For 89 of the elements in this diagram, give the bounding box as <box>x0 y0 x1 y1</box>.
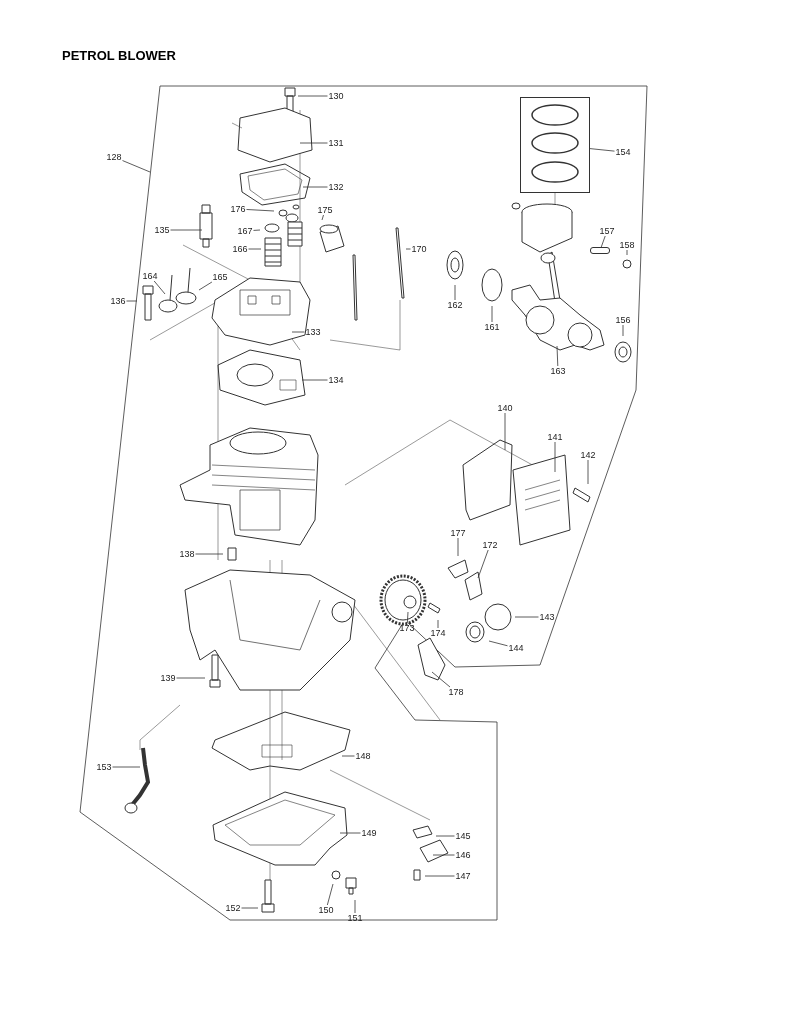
callout-number: 172 <box>481 540 499 550</box>
leader-line <box>112 766 141 768</box>
callout-number: 134 <box>327 375 345 385</box>
leader-line <box>291 331 305 333</box>
callout-number: 141 <box>546 432 564 442</box>
callout-number: 136 <box>109 296 127 306</box>
leader-line <box>153 280 166 295</box>
callout-number: 173 <box>398 623 416 633</box>
callout-number: 178 <box>447 687 465 697</box>
callout-number: 174 <box>429 628 447 638</box>
leader-line <box>622 324 624 337</box>
callout-number: 135 <box>153 225 171 235</box>
callout-number: 144 <box>507 643 525 653</box>
leader-line <box>554 441 556 473</box>
leader-line <box>556 345 559 367</box>
leader-line <box>457 537 459 557</box>
leader-line <box>253 229 261 231</box>
callout-number: 163 <box>549 366 567 376</box>
leader-line <box>170 229 203 231</box>
callout-number: 139 <box>159 673 177 683</box>
leader-line <box>302 186 328 188</box>
leader-line <box>477 549 489 579</box>
callout-number: 145 <box>454 831 472 841</box>
callout-number: 146 <box>454 850 472 860</box>
leader-line <box>195 553 224 555</box>
callout-number: 164 <box>141 271 159 281</box>
leader-line <box>301 379 328 381</box>
callout-number: 154 <box>614 147 632 157</box>
leader-line <box>424 875 455 877</box>
callout-number: 138 <box>178 549 196 559</box>
leader-line <box>246 209 275 212</box>
callout-number: 132 <box>327 182 345 192</box>
callout-number: 156 <box>614 315 632 325</box>
leader-line <box>297 95 328 97</box>
parts-group-frame <box>520 97 590 193</box>
leader-line <box>435 835 455 837</box>
callout-number: 151 <box>346 913 364 923</box>
callout-number: 170 <box>410 244 428 254</box>
leader-line <box>341 755 355 757</box>
leader-line <box>488 640 508 647</box>
leader-line <box>126 300 138 302</box>
callout-number: 148 <box>354 751 372 761</box>
callout-number: 165 <box>211 272 229 282</box>
leader-line <box>432 854 455 856</box>
callout-number: 143 <box>538 612 556 622</box>
leader-line <box>122 160 151 173</box>
callout-number: 130 <box>327 91 345 101</box>
callout-number: 142 <box>579 450 597 460</box>
callout-number: 176 <box>229 204 247 214</box>
callout-number: 140 <box>496 403 514 413</box>
callout-number: 166 <box>231 244 249 254</box>
leader-line <box>339 832 361 834</box>
leader-line <box>326 883 334 906</box>
leader-line <box>405 248 411 250</box>
callout-number: 128 <box>105 152 123 162</box>
leader-line <box>176 677 206 679</box>
callout-number: 133 <box>304 327 322 337</box>
callout-number: 147 <box>454 871 472 881</box>
leader-line <box>491 305 493 323</box>
callout-number: 175 <box>316 205 334 215</box>
callout-number: 157 <box>598 226 616 236</box>
leader-line <box>437 619 439 629</box>
callout-number: 167 <box>236 226 254 236</box>
leader-line <box>299 142 328 144</box>
leader-line <box>587 459 589 485</box>
callout-number: 150 <box>317 905 335 915</box>
piston-pin <box>590 247 610 254</box>
callout-number: 162 <box>446 300 464 310</box>
leader-line <box>241 907 259 909</box>
callout-number: 158 <box>618 240 636 250</box>
diagram-title: PETROL BLOWER <box>62 48 176 63</box>
leader-line <box>321 214 324 221</box>
leader-line <box>514 616 539 618</box>
leader-line <box>626 249 628 256</box>
callout-number: 152 <box>224 903 242 913</box>
leader-line <box>504 412 506 451</box>
leader-line <box>198 281 213 291</box>
leader-line <box>406 611 409 624</box>
leader-line <box>589 148 615 152</box>
leader-line <box>354 899 356 914</box>
callout-number: 153 <box>95 762 113 772</box>
callout-number: 161 <box>483 322 501 332</box>
leader-line <box>248 248 262 250</box>
leader-line <box>431 671 451 688</box>
leader-line <box>600 235 606 248</box>
callout-number: 177 <box>449 528 467 538</box>
leader-line <box>454 284 456 301</box>
callout-number: 149 <box>360 828 378 838</box>
callout-number: 131 <box>327 138 345 148</box>
